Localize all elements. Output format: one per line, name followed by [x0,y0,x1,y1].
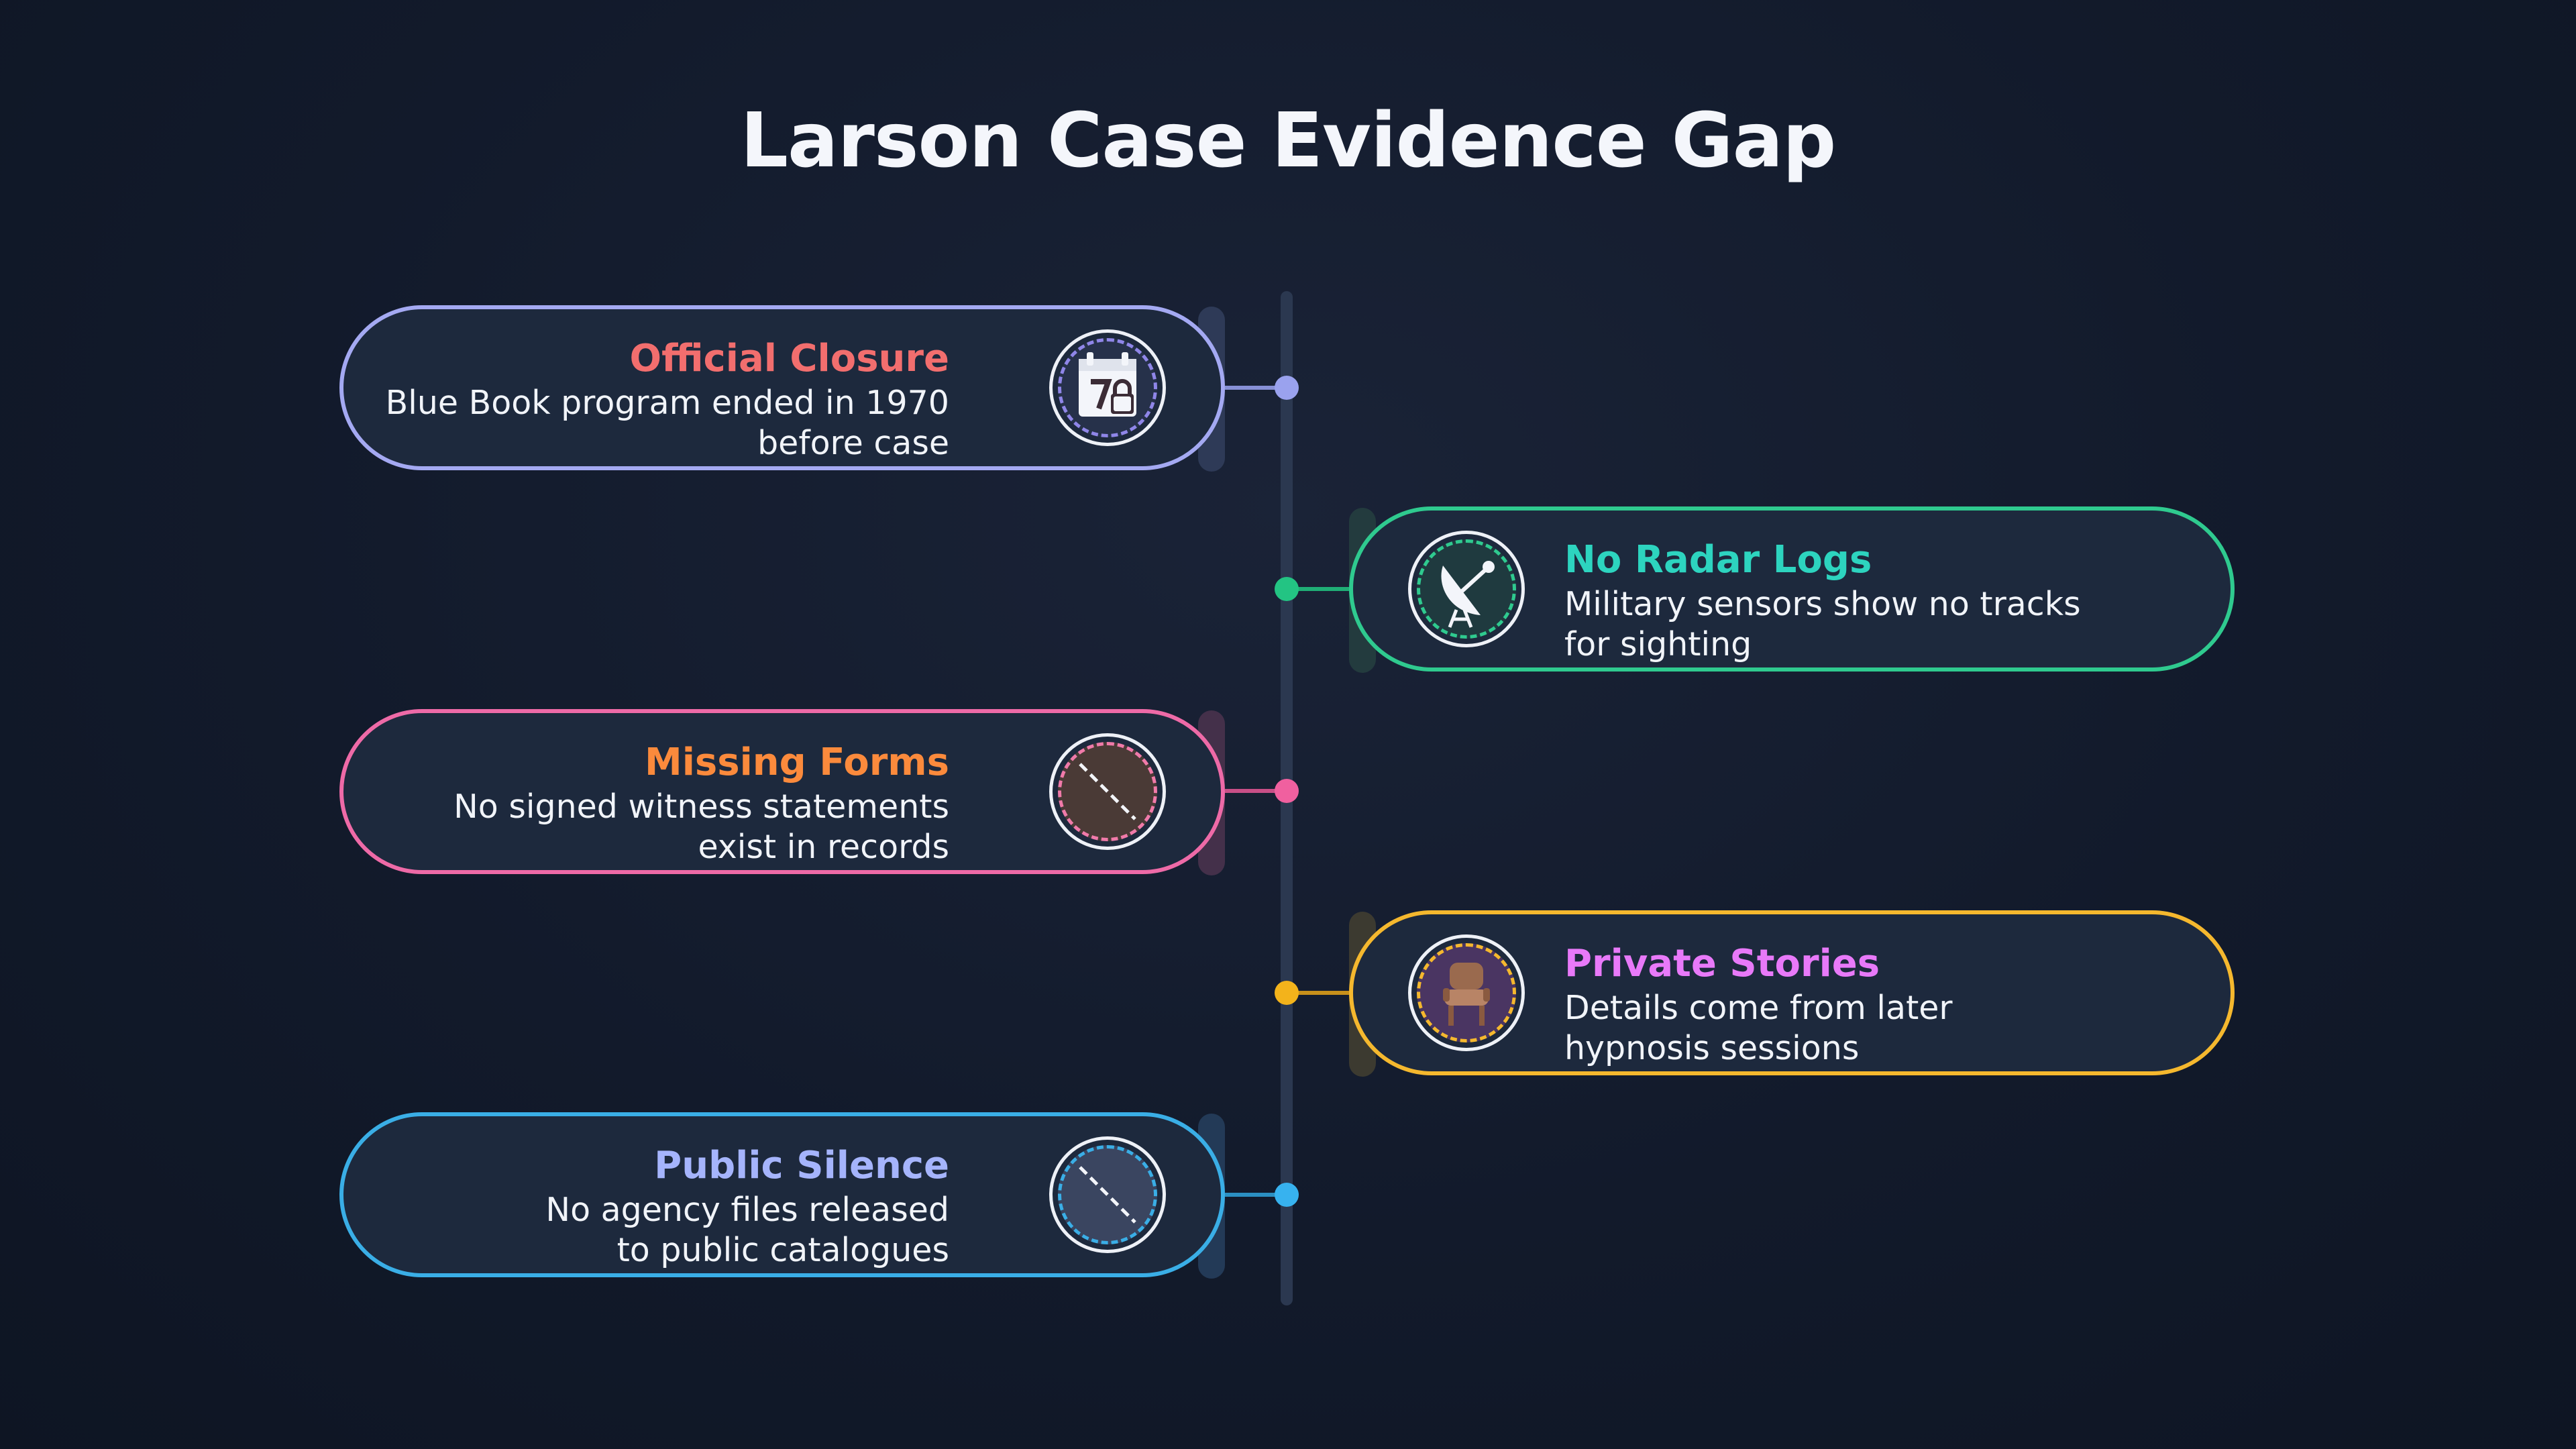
connector-line [1225,386,1287,390]
timeline-dot [1275,779,1299,803]
evidence-card-official-closure[interactable]: Official Closure Blue Book program ended… [339,305,1225,470]
reclining-chair-icon [1408,934,1525,1051]
evidence-card-public-silence[interactable]: Public Silence No agency files released … [339,1112,1225,1277]
no-entry-icon [1049,1136,1166,1253]
crossed-document-icon [1049,733,1166,850]
connector-line [1225,789,1287,793]
card-description: No agency files released to public catal… [545,1191,949,1269]
timeline-dot [1275,1183,1299,1207]
evidence-card-missing-forms[interactable]: Missing Forms No signed witness statemen… [339,709,1225,874]
card-heading: Missing Forms [645,741,949,784]
card-heading: Private Stories [1564,942,1880,985]
timeline-dot [1275,981,1299,1005]
card-description: No signed witness statements exist in re… [453,788,949,866]
radar-dish-icon [1408,531,1525,647]
connector-line [1287,587,1349,591]
timeline-dot [1275,577,1299,601]
card-description: Details come from later hypnosis session… [1564,989,1953,1067]
card-heading: Public Silence [654,1144,949,1187]
card-description: Blue Book program ended in 1970 before c… [385,384,949,462]
timeline-dot [1275,376,1299,400]
evidence-card-private-stories[interactable]: Private Stories Details come from later … [1349,910,2235,1075]
card-description: Military sensors show no tracks for sigh… [1564,585,2081,663]
calendar-lock-icon [1049,329,1166,446]
connector-line [1225,1193,1287,1197]
page-title: Larson Case Evidence Gap [740,97,1837,184]
evidence-card-no-radar-logs[interactable]: No Radar Logs Military sensors show no t… [1349,506,2235,672]
card-heading: No Radar Logs [1564,538,1872,582]
card-heading: Official Closure [629,337,950,380]
connector-line [1287,991,1349,995]
